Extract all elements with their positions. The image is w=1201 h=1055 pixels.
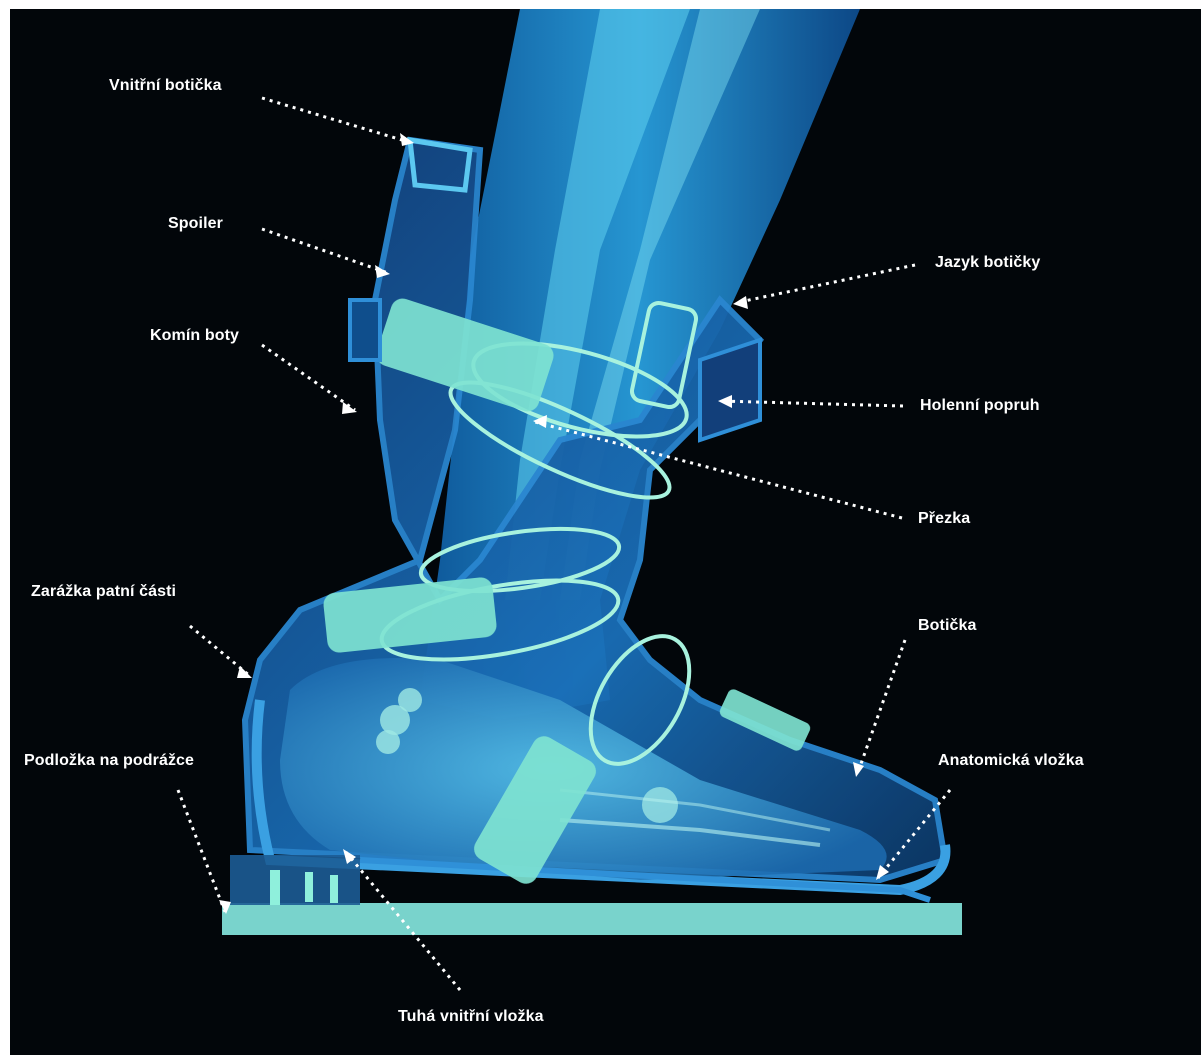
leader-komin-boty	[262, 345, 355, 410]
label-boticka: Botička	[918, 617, 977, 635]
label-podlozka: Podložka na podrážce	[24, 752, 194, 770]
label-tuha: Tuhá vnitřní vložka	[398, 1008, 544, 1026]
label-zarazka: Zarážka patní části	[31, 583, 176, 601]
leader-spoiler	[262, 229, 388, 273]
label-spoiler: Spoiler	[168, 215, 223, 233]
leader-vnitrni-boticka	[262, 98, 412, 143]
leader-boticka	[857, 640, 905, 775]
label-holenni-popruh: Holenní popruh	[920, 397, 1040, 415]
leader-jazyk-boticky	[735, 265, 915, 303]
label-vnitrni-boticka: Vnitřní botička	[109, 77, 222, 95]
label-jazyk-boticky: Jazyk botičky	[935, 254, 1040, 272]
label-prezka: Přezka	[918, 510, 970, 528]
leader-podlozka	[178, 790, 225, 912]
label-anatomicka: Anatomická vložka	[938, 752, 1084, 770]
label-komin-boty: Komín boty	[150, 327, 239, 345]
